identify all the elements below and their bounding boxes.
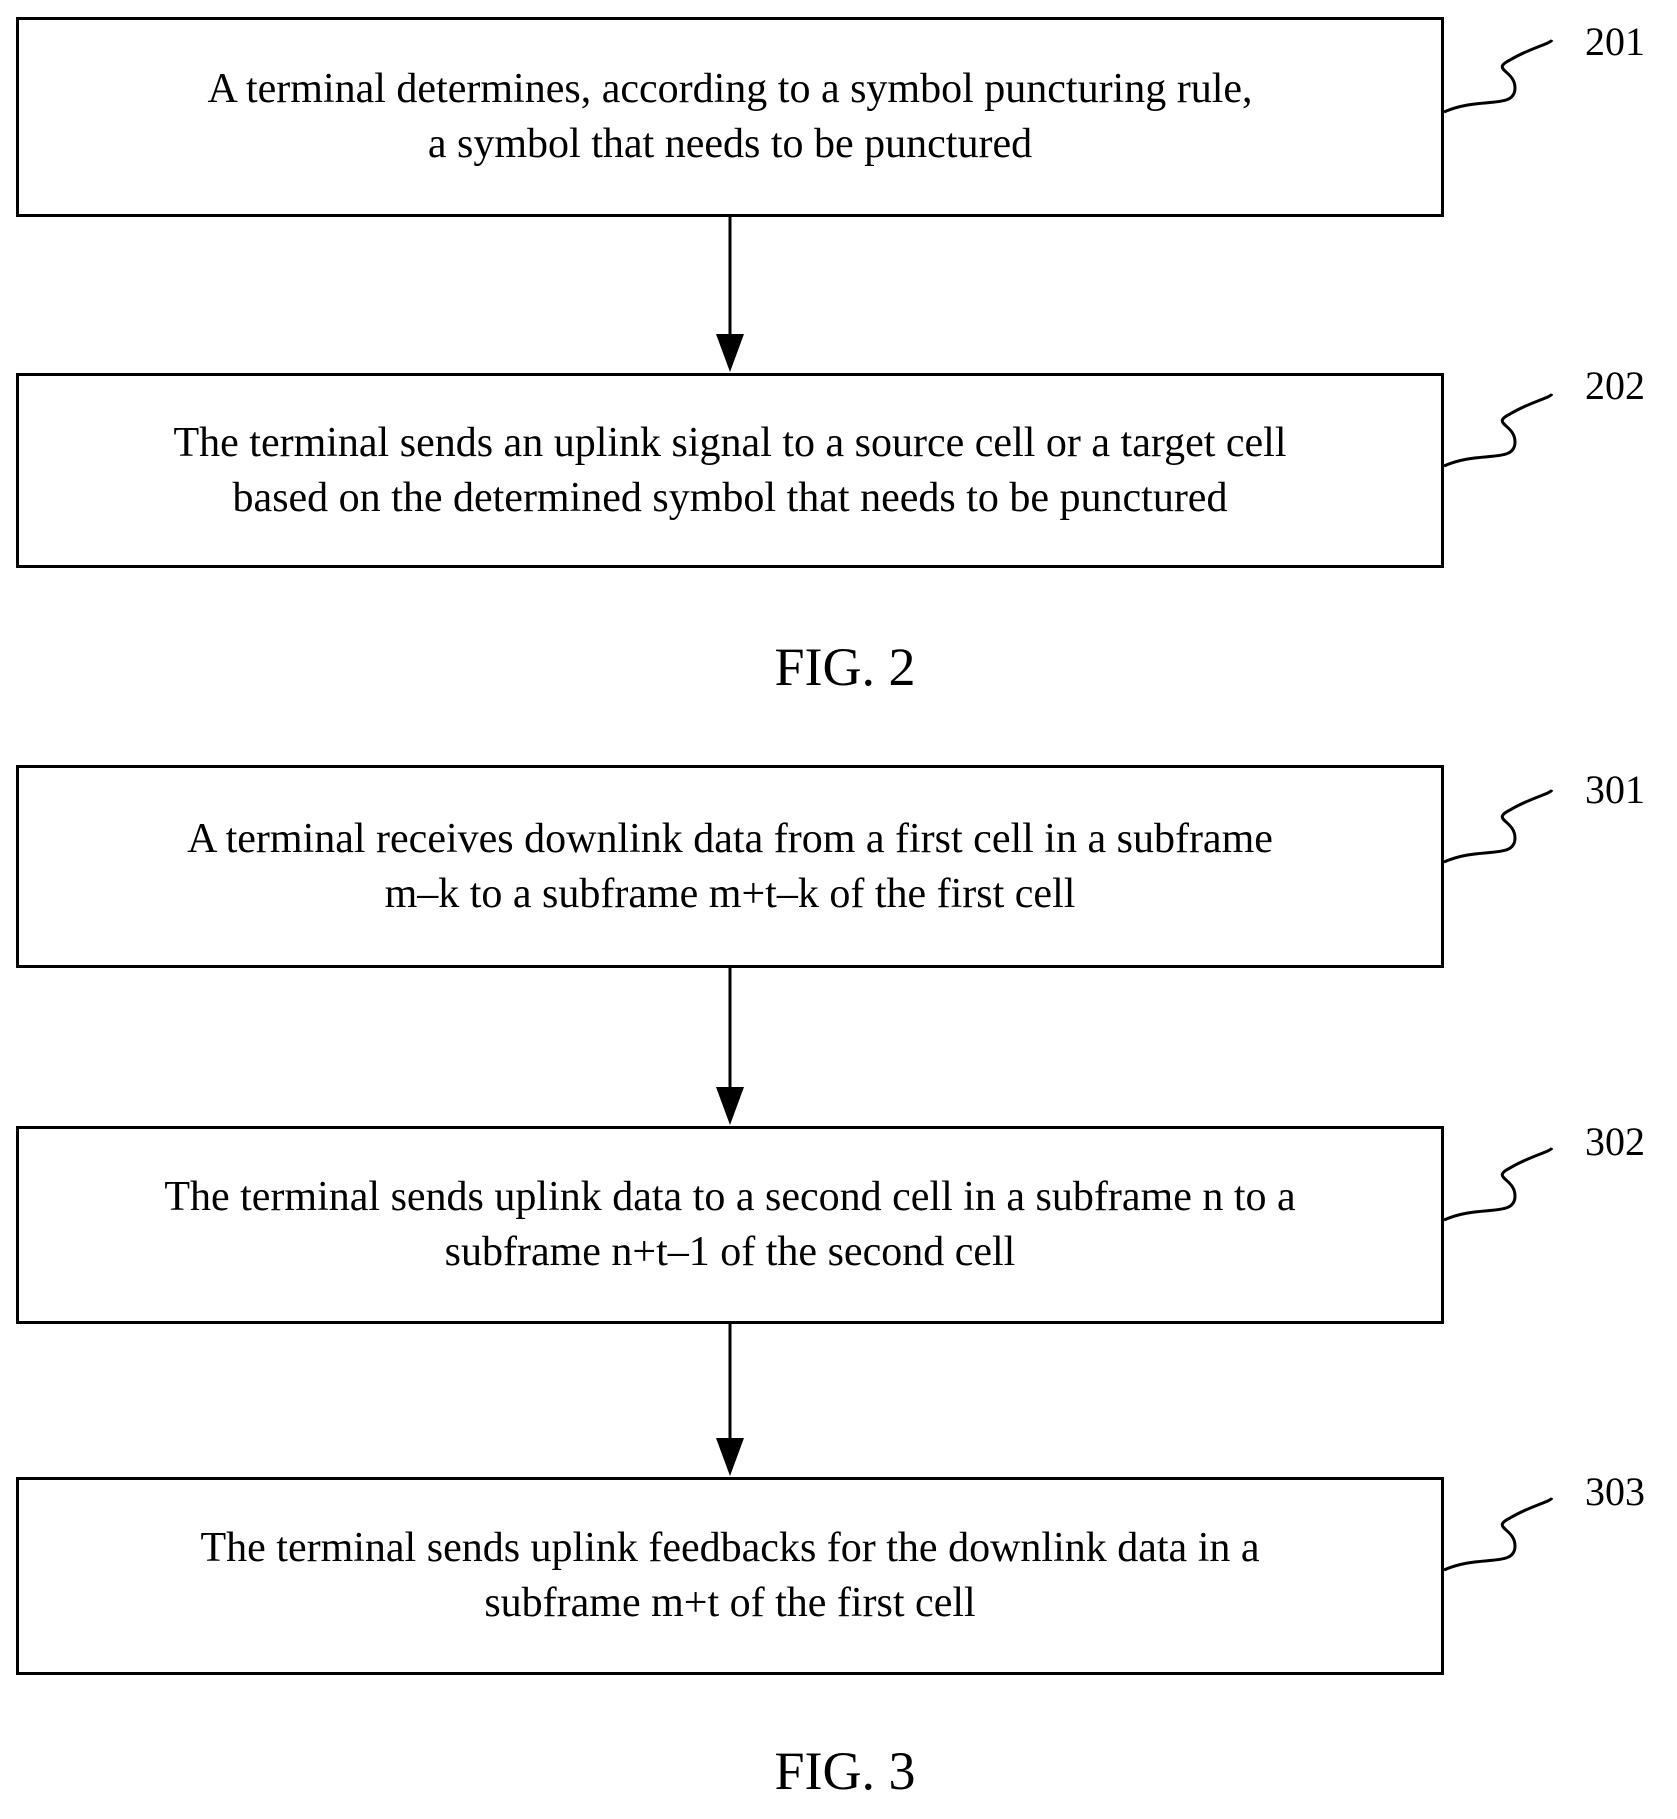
leader-302 (1444, 1148, 1552, 1220)
leader-301 (1444, 790, 1552, 862)
arrow-301-to-302 (716, 968, 744, 1125)
arrow-201-to-202 (716, 217, 744, 372)
leader-303 (1444, 1498, 1552, 1570)
leader-201 (1444, 40, 1552, 112)
leader-202 (1444, 394, 1552, 466)
arrow-302-to-303 (716, 1324, 744, 1476)
